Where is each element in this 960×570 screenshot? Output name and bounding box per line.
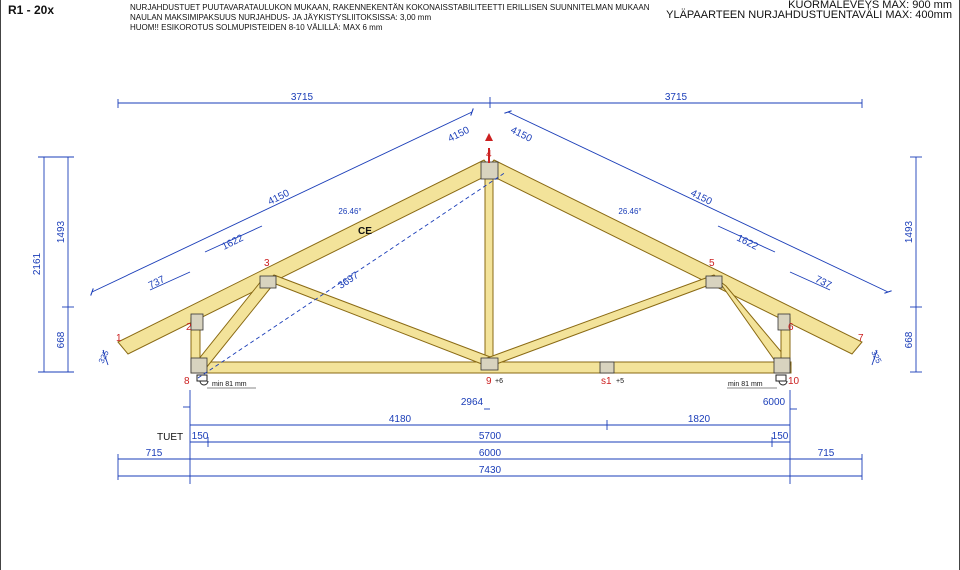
overhang-dim-left: 325 xyxy=(97,348,111,364)
support-dim-left: 150 xyxy=(192,431,209,442)
note-line-2: NAULAN MAKSIMIPAKSUUS NURJAHDUS- JA JÄYK… xyxy=(130,13,432,22)
node-5: 5 xyxy=(709,258,715,269)
plate-5 xyxy=(705,275,723,289)
node-4: 4 xyxy=(486,149,492,160)
top-chord-right xyxy=(483,159,863,355)
apex-arrow xyxy=(485,133,493,163)
eave-dim-right: 737 xyxy=(813,274,833,291)
panel-dim-left: 1622 xyxy=(220,233,245,253)
web-5-9 xyxy=(486,274,721,367)
support-dim-middle: 5700 xyxy=(479,431,502,442)
camber-9: +6 xyxy=(495,378,503,385)
dimension-lines xyxy=(38,97,922,484)
overall-dim-middle: 6000 xyxy=(479,448,502,459)
note-line-3: HUOM!! ESIKOROTUS SOLMUPISTEIDEN 8-10 VÄ… xyxy=(130,23,383,32)
apex-dim-left: 4150 xyxy=(446,125,471,145)
plate-4 xyxy=(480,161,499,180)
node-7: 7 xyxy=(858,333,864,344)
plate-8 xyxy=(190,357,208,374)
span-dim-4180: 4180 xyxy=(389,414,412,425)
node-2: 2 xyxy=(186,322,192,333)
bearing-left xyxy=(196,374,209,386)
angle-right: 26.46° xyxy=(618,207,641,216)
rafter-dim-left: 4150 xyxy=(266,188,291,208)
point-dim-6000: 6000 xyxy=(763,397,786,408)
node-10: 10 xyxy=(788,376,800,387)
height-dim-right-lower: 668 xyxy=(904,331,915,348)
top-dim-left: 3715 xyxy=(291,92,314,103)
ce-mark: CE xyxy=(358,226,372,237)
span-dim-1820: 1820 xyxy=(688,414,711,425)
panel-dim-right: 1622 xyxy=(735,233,760,253)
top-dim-right: 3715 xyxy=(665,92,688,103)
eave-dim-left: 737 xyxy=(147,274,167,291)
node-8: 8 xyxy=(184,376,190,387)
plate-2 xyxy=(190,313,204,331)
point-dim-2964: 2964 xyxy=(461,397,484,408)
min-bearing-right: min 81 mm xyxy=(728,381,763,388)
drawing-title: R1 - 20x xyxy=(8,3,55,17)
total-dim: 7430 xyxy=(479,465,502,476)
overall-dim-left: 715 xyxy=(146,448,163,459)
plate-6 xyxy=(777,313,791,331)
angle-left: 26.46° xyxy=(338,207,361,216)
apex-dim-right: 4150 xyxy=(509,125,534,145)
height-dim-left-upper: 1493 xyxy=(56,220,67,243)
load-width-note: KUORMALEVEYS MAX: 900 mm xyxy=(788,0,952,11)
king-post xyxy=(484,169,494,363)
web-dim: 3697 xyxy=(336,270,361,292)
plate-3 xyxy=(259,275,277,289)
support-dim-right: 150 xyxy=(772,431,789,442)
height-dim-right-upper: 1493 xyxy=(904,220,915,243)
overall-dim-right: 715 xyxy=(818,448,835,459)
height-dim-total: 2161 xyxy=(32,252,43,275)
node-1: 1 xyxy=(116,333,122,344)
note-line-1: NURJAHDUSTUET PUUTAVARATAULUKON MUKAAN, … xyxy=(130,3,650,12)
bearings xyxy=(196,374,788,386)
rafter-dim-right: 4150 xyxy=(689,188,714,208)
node-s1: s1 xyxy=(601,376,612,387)
plate-s1 xyxy=(599,361,615,374)
plate-9 xyxy=(480,357,499,371)
supports-label: TUET xyxy=(157,432,183,443)
min-bearing-left: min 81 mm xyxy=(212,381,247,388)
node-3: 3 xyxy=(264,258,270,269)
camber-s1: +5 xyxy=(616,378,624,385)
web-3-9 xyxy=(267,274,494,367)
timber-members xyxy=(117,159,863,374)
buckling-support-note: YLÄPAARTEEN NURJAHDUSTUENTAVÄLI MAX: 400… xyxy=(666,9,952,21)
bearing-right xyxy=(775,374,788,386)
top-chord-left xyxy=(117,159,495,355)
plate-10 xyxy=(773,357,791,374)
node-9: 9 xyxy=(486,376,492,387)
node-6: 6 xyxy=(788,322,794,333)
height-dim-left-lower: 668 xyxy=(56,331,67,348)
overhang-dim-right: 325 xyxy=(869,349,883,365)
